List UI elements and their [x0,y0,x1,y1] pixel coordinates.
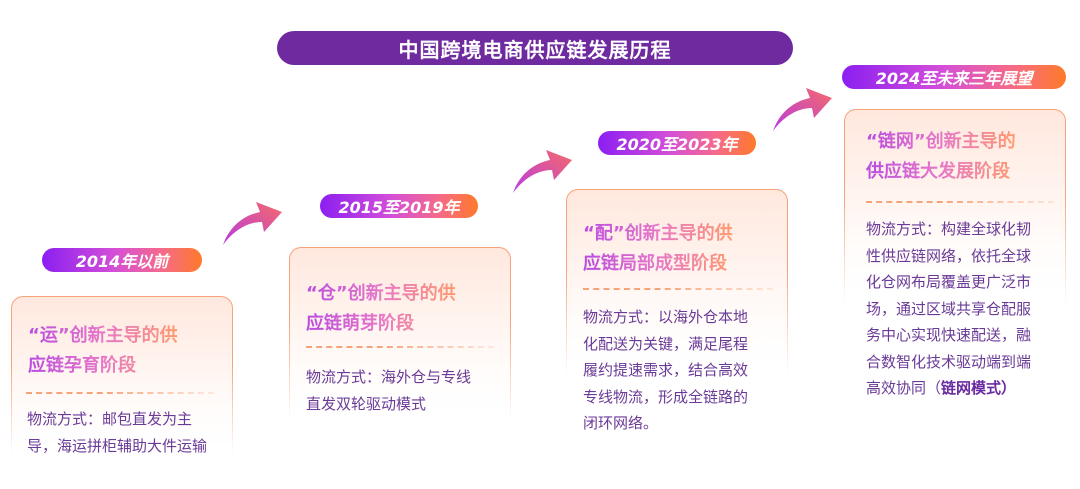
body-line: 合数智化技术驱动端到端 [866,352,1032,371]
body-line: 导，海运拼柜辅助大件运输 [27,436,208,455]
body-line: 高效协同（链网模式） [866,375,1031,402]
body-line: 务中心实现快速配送，融 [866,326,1032,344]
heading-line: 供应链大发展阶段 [866,161,1010,182]
period-pill-1: 2014年以前 [42,248,202,272]
stage-1-heading: “运”创新主导的供 应链孕育阶段 [28,321,178,381]
heading-line: “仓”创新主导的供 [306,283,456,304]
stage-1-body: 物流方式：邮包直发为主 导，海运拼柜辅助大件运输 [27,406,207,459]
stage-2-body: 物流方式：海外仓与专线 直发双轮驱动模式 [306,364,471,417]
heading-line: 应链萌芽阶段 [306,313,414,334]
heading-line: “运”创新主导的供 [28,325,178,346]
body-line: 物流方式：构建全球化韧 [866,220,1032,238]
heading-line: 应链局部成型阶段 [583,253,727,274]
page-title: 中国跨境电商供应链发展历程 [277,31,793,65]
stage-card-4 [843,109,1067,320]
arrow-up-right-icon [513,150,572,193]
stage-card-1 [10,296,234,467]
divider [866,201,1054,203]
period-pill-4: 2024至未来三年展望 [842,65,1066,89]
heading-line: “配”创新主导的供 [583,223,733,244]
body-line: 化仓网布局覆盖更广泛市 [866,273,1032,291]
emphasis-text: 链网模式） [941,379,1017,397]
stage-card-2 [288,247,512,433]
body-line: 物流方式：以海外仓本地 [583,308,749,326]
body-line: 专线物流，形成全链路的 [583,387,749,406]
stage-2-heading: “仓”创新主导的供 应链萌芽阶段 [306,279,456,339]
body-line: 履约提速需求，结合高效 [583,361,749,379]
body-line: 物流方式：邮包直发为主 [27,410,193,428]
arrow-up-right-icon [773,88,832,131]
divider [26,392,214,394]
heading-line: “链网”创新主导的 [866,131,1016,152]
heading-line: 应链孕育阶段 [28,355,136,376]
divider [306,346,494,348]
body-line: 直发双轮驱动模式 [306,394,427,413]
stage-4-body: 物流方式：构建全球化韧 性供应链网络，依托全球 化仓网布局覆盖更广泛市 场，通过… [866,216,1031,402]
divider [583,288,773,290]
body-text: 高效协同（ [866,379,942,397]
body-line: 物流方式：海外仓与专线 [306,368,472,386]
arrow-up-right-icon [223,202,282,245]
body-line: 化配送为关键，满足尾程 [583,334,749,353]
stage-4-heading: “链网”创新主导的 供应链大发展阶段 [866,127,1016,187]
period-pill-2: 2015至2019年 [320,194,478,218]
body-line: 场，通过区域共享仓配服 [866,299,1032,318]
stage-3-body: 物流方式：以海外仓本地 化配送为关键，满足尾程 履约提速需求，结合高效 专线物流… [583,304,748,437]
body-line: 性供应链网络，依托全球 [866,246,1032,265]
body-line: 闭环网络。 [583,414,659,432]
period-pill-3: 2020至2023年 [598,131,756,155]
stage-3-heading: “配”创新主导的供 应链局部成型阶段 [583,219,733,279]
